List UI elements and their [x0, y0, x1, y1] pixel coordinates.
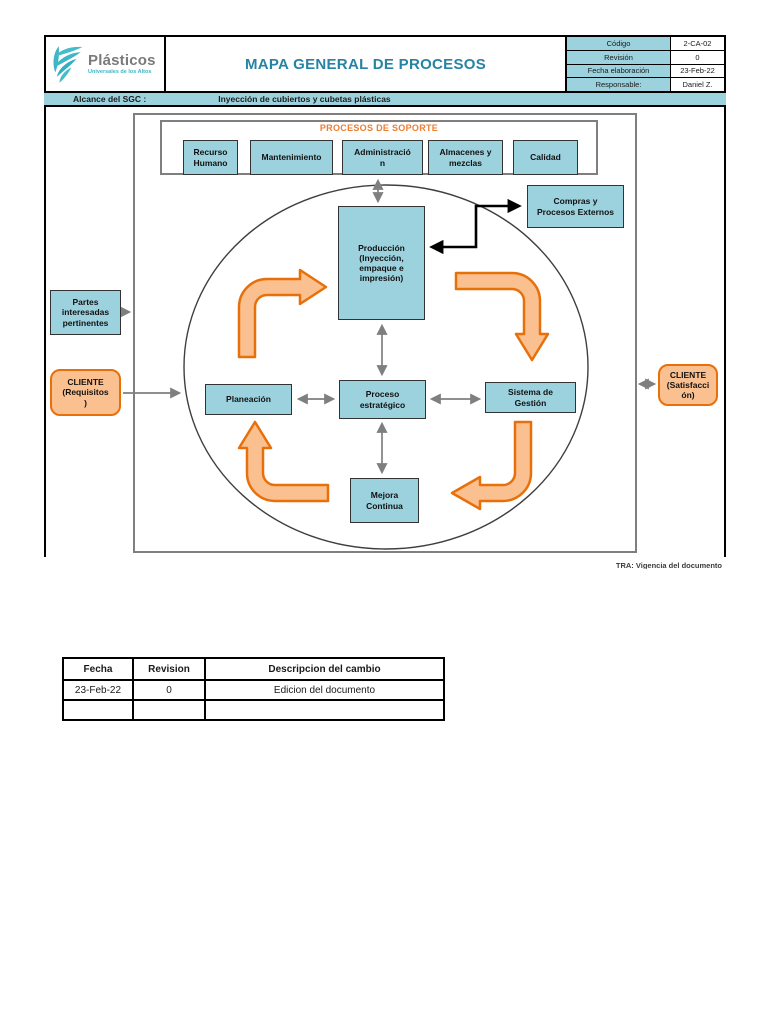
document-info-table: Código 2-CA-02 Revisión 0 Fecha elaborac… [565, 37, 724, 91]
info-value: Daniel Z. [671, 78, 724, 91]
info-value: 23-Feb-22 [671, 64, 724, 78]
node-compras-procesos-externos: Compras y Procesos Externos [527, 185, 624, 228]
page-border-right [724, 35, 726, 557]
node-planeacion: Planeación [205, 384, 292, 415]
scope-value: Inyección de cubiertos y cubetas plástic… [218, 94, 391, 104]
cell-fecha [64, 701, 134, 719]
logo-swirl-icon [53, 46, 83, 83]
cell-descripcion: Edicion del documento [206, 681, 443, 701]
support-box-mantenimiento: Mantenimiento [250, 140, 333, 175]
cell-revision: 0 [134, 681, 206, 701]
info-label: Fecha elaboración [567, 64, 671, 78]
cell-revision [134, 701, 206, 719]
info-row-responsable: Responsable: Daniel Z. [567, 78, 724, 91]
page-border-left [44, 35, 46, 557]
node-produccion: Producción (Inyección, empaque e impresi… [338, 206, 425, 320]
node-partes-interesadas: Partes interesadas pertinentes [50, 290, 121, 335]
scope-label: Alcance del SGC : [73, 94, 147, 104]
logo-brand-text: Plásticos [88, 51, 156, 69]
revision-table-row-empty [64, 701, 443, 719]
col-header-descripcion: Descripcion del cambio [206, 659, 443, 681]
info-label: Revisión [567, 50, 671, 64]
node-mejora-continua: Mejora Continua [350, 478, 419, 523]
revision-table-header: Fecha Revision Descripcion del cambio [64, 659, 443, 681]
info-row-fecha: Fecha elaboración 23-Feb-22 [567, 64, 724, 79]
support-processes-title: PROCESOS DE SOPORTE [319, 123, 439, 133]
info-row-codigo: Código 2-CA-02 [567, 37, 724, 51]
support-box-calidad: Calidad [513, 140, 578, 175]
node-cliente-satisfaccion: CLIENTE (Satisfacci ón) [658, 364, 718, 406]
info-row-revision: Revisión 0 [567, 50, 724, 65]
footer-note: TRA: Vigencia del documento [615, 561, 722, 569]
info-value: 0 [671, 50, 724, 64]
col-header-revision: Revision [134, 659, 206, 681]
info-label: Responsable: [567, 78, 671, 91]
info-value: 2-CA-02 [671, 37, 724, 50]
revision-table-row: 23-Feb-22 0 Edicion del documento [64, 681, 443, 701]
support-box-almacenes: Almacenes y mezclas [428, 140, 503, 175]
diagram-frame [133, 113, 637, 553]
info-label: Código [567, 37, 671, 50]
cell-fecha: 23-Feb-22 [64, 681, 134, 701]
support-processes-container: PROCESOS DE SOPORTE Recurso Humano Mante… [160, 120, 598, 175]
support-box-administracion: Administració n [342, 140, 423, 175]
col-header-fecha: Fecha [64, 659, 134, 681]
node-sistema-gestion: Sistema de Gestión [485, 382, 576, 413]
support-box-recurso-humano: Recurso Humano [183, 140, 238, 175]
logo-tagline: Universales de los Altos [88, 68, 152, 75]
scope-bar: Alcance del SGC : Inyección de cubiertos… [44, 93, 726, 107]
document-header: Plásticos Universales de los Altos MAPA … [44, 35, 726, 93]
revision-table: Fecha Revision Descripcion del cambio 23… [62, 657, 445, 721]
page-title: MAPA GENERAL DE PROCESOS [244, 55, 487, 73]
company-logo: Plásticos Universales de los Altos [46, 37, 166, 91]
cell-descripcion [206, 701, 443, 719]
node-cliente-requisitos: CLIENTE (Requisitos ) [50, 369, 121, 416]
node-proceso-estrategico: Proceso estratégico [339, 380, 426, 419]
